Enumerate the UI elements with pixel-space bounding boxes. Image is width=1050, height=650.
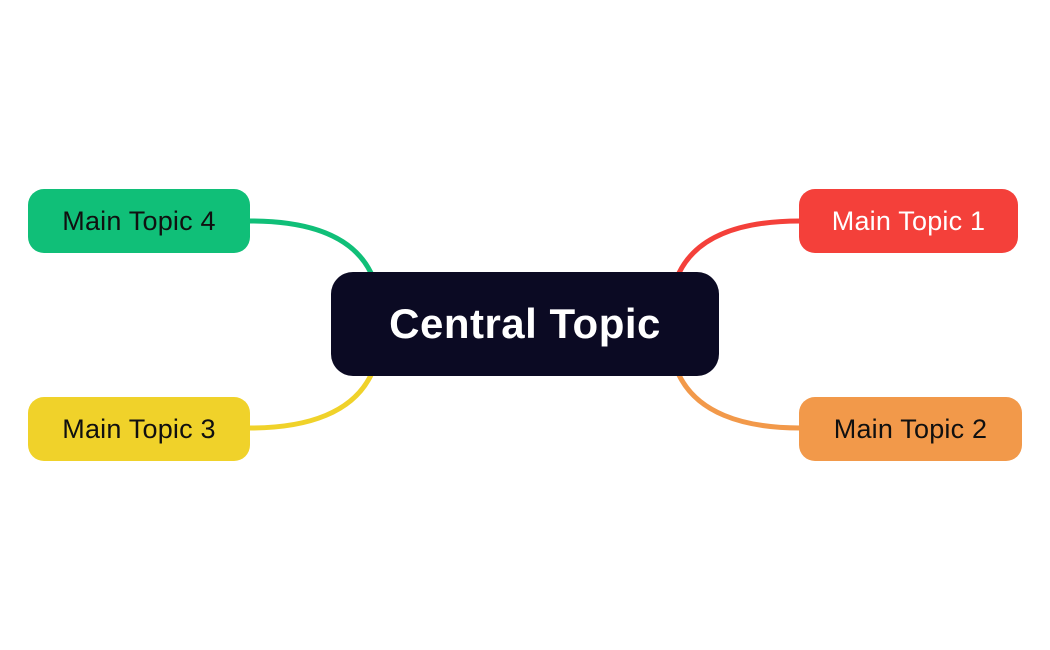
topic-node-main-topic-3[interactable]: Main Topic 3 bbox=[28, 397, 250, 461]
branch-main-topic-3 bbox=[247, 372, 374, 431]
central-topic-node[interactable]: Central Topic bbox=[331, 272, 719, 376]
topic-node-main-topic-2[interactable]: Main Topic 2 bbox=[799, 397, 1022, 461]
branch-main-topic-1 bbox=[676, 218, 803, 276]
topic-label-main-topic-3: Main Topic 3 bbox=[62, 413, 216, 444]
topic-label-main-topic-1: Main Topic 1 bbox=[831, 205, 986, 236]
topic-label-main-topic-2: Main Topic 2 bbox=[833, 413, 988, 444]
topic-label-main-topic-4: Main Topic 4 bbox=[62, 205, 216, 236]
branch-main-topic-4 bbox=[247, 218, 374, 276]
topic-node-main-topic-4[interactable]: Main Topic 4 bbox=[28, 189, 250, 253]
central-topic-label: Central Topic bbox=[389, 300, 661, 347]
topic-node-main-topic-1[interactable]: Main Topic 1 bbox=[799, 189, 1018, 253]
branch-main-topic-2 bbox=[676, 372, 803, 431]
